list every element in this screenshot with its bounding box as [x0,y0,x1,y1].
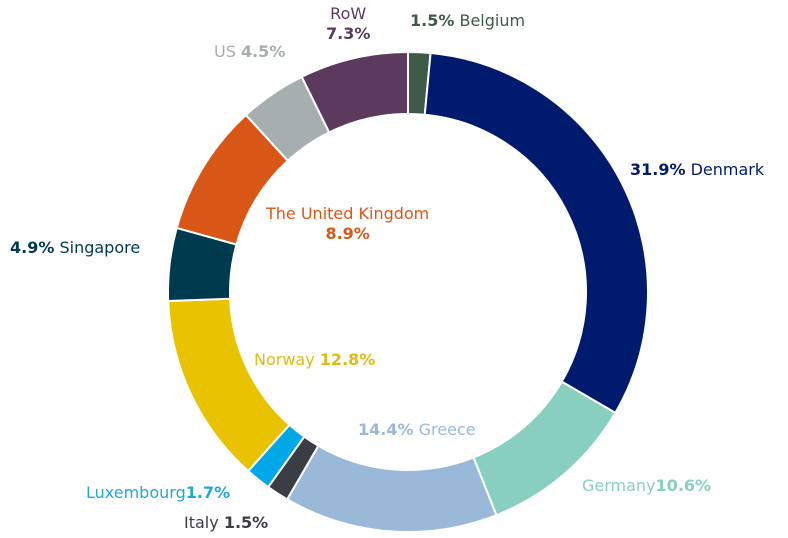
label-germany: Germany10.6% [582,476,711,496]
label-italy: Italy 1.5% [184,513,268,533]
label-united-kingdom-name: The United Kingdom [266,204,430,223]
label-greece: 14.4% Greece [358,420,476,440]
label-us-name: US [214,42,236,61]
label-greece-name: Greece [418,420,476,439]
slice-greece [285,444,498,533]
label-greece-value: 14.4% [358,420,414,439]
label-belgium-value: 1.5% [410,11,455,30]
label-luxembourg-name: Luxembourg [86,483,186,502]
slice-row [300,50,409,134]
label-singapore-name: Singapore [59,238,141,257]
label-norway-value: 12.8% [319,350,376,369]
label-row-value: 7.3% [326,24,371,43]
label-us: US 4.5% [214,42,285,62]
label-italy-name: Italy [184,513,219,532]
label-norway-name: Norway [254,350,315,369]
label-united-kingdom: The United Kingdom 8.9% [266,204,429,244]
label-us-value: 4.5% [240,42,286,61]
label-denmark: 31.9% Denmark [630,160,764,180]
slice-denmark [423,51,650,415]
label-denmark-name: Denmark [690,160,765,179]
label-belgium-name: Belgium [459,11,526,30]
label-singapore-value: 4.9% [10,238,55,257]
label-united-kingdom-value: 8.9% [325,224,370,243]
label-denmark-value: 31.9% [630,160,686,179]
label-singapore: 4.9% Singapore [10,238,140,258]
slice-norway [167,297,291,473]
label-germany-name: Germany [582,476,656,495]
label-norway: Norway 12.8% [254,350,375,370]
label-italy-value: 1.5% [223,513,269,532]
label-germany-value: 10.6% [655,476,712,495]
label-luxembourg-value: 1.7% [185,483,231,502]
label-row: RoW 7.3% [326,4,370,44]
label-luxembourg: Luxembourg1.7% [86,483,230,503]
label-belgium: 1.5% Belgium [410,11,525,31]
label-row-name: RoW [330,4,367,23]
